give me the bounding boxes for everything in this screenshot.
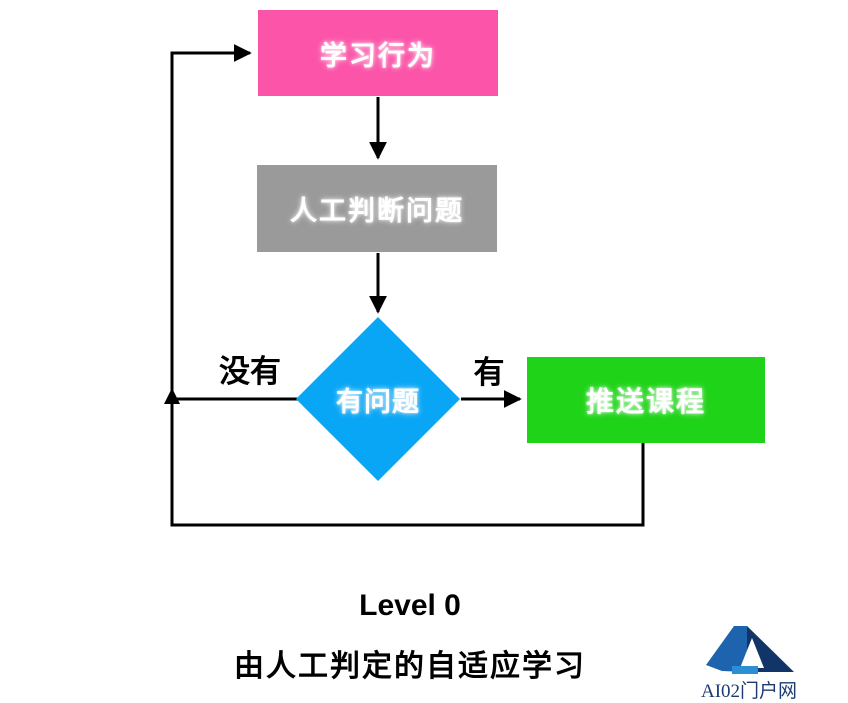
node-push-course-label: 推送课程 bbox=[585, 386, 706, 417]
logo-a-icon bbox=[706, 626, 794, 674]
node-manual-judgment-label: 人工判断问题 bbox=[290, 196, 464, 226]
node-manual-judgment: 人工判断问题 bbox=[257, 165, 497, 252]
logo-inner-triangle bbox=[740, 638, 764, 668]
logo-left-stroke bbox=[706, 626, 747, 672]
node-has-problem-label: 有问题 bbox=[336, 386, 420, 417]
edge-label-no: 没有 bbox=[219, 354, 281, 389]
node-push-course: 推送课程 bbox=[527, 357, 765, 443]
caption-subtitle: 由人工判定的自适应学习 bbox=[234, 650, 586, 683]
no-branch-junction-arrow bbox=[164, 388, 180, 404]
caption-level-title: Level 0 bbox=[359, 589, 461, 622]
edge-label-yes: 有 bbox=[473, 355, 505, 390]
site-logo: AI02门户网 bbox=[693, 614, 805, 702]
node-learning-behavior-label: 学习行为 bbox=[320, 40, 436, 71]
logo-text: AI02门户网 bbox=[700, 681, 798, 702]
logo-crossbar bbox=[732, 666, 758, 674]
node-has-problem-diamond: 有问题 bbox=[295, 316, 461, 482]
loop-connector-line bbox=[170, 44, 645, 527]
node-learning-behavior: 学习行为 bbox=[258, 10, 498, 96]
